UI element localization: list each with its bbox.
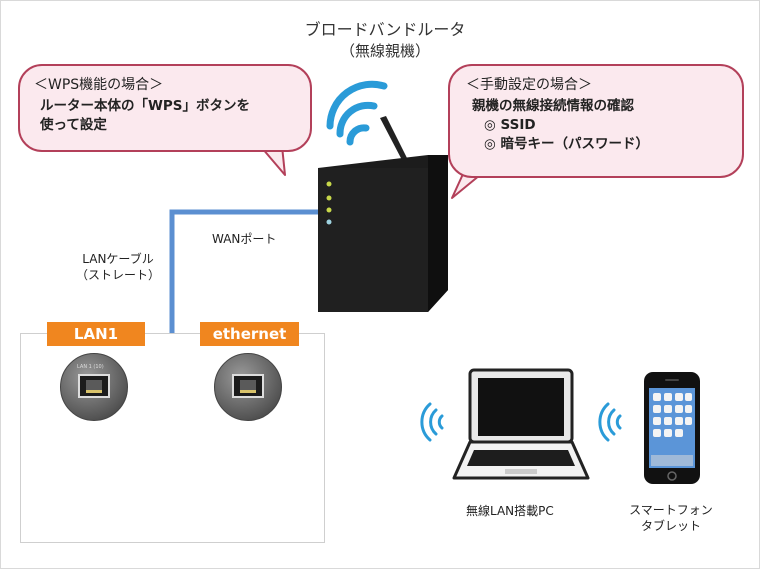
lan-cable-label-line1: LANケーブル xyxy=(82,252,154,266)
lan1-port-text: LAN 1 (10) xyxy=(77,364,104,370)
ethernet-port-socket xyxy=(232,374,264,398)
wps-bubble-heading: ＜WPS機能の場合＞ xyxy=(34,77,164,93)
laptop-device xyxy=(452,368,590,480)
phone-wifi-icon xyxy=(598,402,622,442)
wps-bubble-line2: 使って設定 xyxy=(40,117,107,133)
manual-bubble-key: ◎ 暗号キー（パスワード） xyxy=(484,136,649,152)
wired-devices-box xyxy=(20,333,325,543)
pc-wifi-icon xyxy=(420,402,444,442)
lan1-port-closeup: LAN 1 (10) xyxy=(60,353,128,421)
ethernet-port-closeup xyxy=(214,353,282,421)
lan1-port-socket xyxy=(78,374,110,398)
lan1-tag: LAN1 xyxy=(47,322,145,346)
manual-bubble-heading: ＜手動設定の場合＞ xyxy=(466,77,592,93)
router-antenna xyxy=(380,116,408,162)
phone-label: スマートフォン タブレット xyxy=(616,502,726,534)
diagram-title: ブロードバンドルータ xyxy=(304,20,466,39)
router-wifi-icon xyxy=(326,80,388,146)
wps-info-bubble: ＜WPS機能の場合＞ ルーター本体の「WPS」ボタンを 使って設定 xyxy=(18,64,312,152)
manual-info-bubble: ＜手動設定の場合＞ 親機の無線接続情報の確認 ◎ SSID ◎ 暗号キー（パスワ… xyxy=(448,64,744,178)
diagram-subtitle: （無線親機） xyxy=(339,42,430,60)
phone-label-line1: スマートフォン xyxy=(629,503,713,517)
wan-port-label: WANポート xyxy=(212,232,277,246)
lan-cable-label-line2: （ストレート） xyxy=(76,268,161,282)
manual-bubble-line1: 親機の無線接続情報の確認 xyxy=(472,98,634,114)
phone-label-line2: タブレット xyxy=(640,519,701,533)
lan-cable-label: LANケーブル （ストレート） xyxy=(76,251,160,283)
manual-bubble-ssid: ◎ SSID xyxy=(484,117,536,133)
router-device xyxy=(318,155,448,312)
ethernet-tag: ethernet xyxy=(200,322,299,346)
wps-bubble-line1: ルーター本体の「WPS」ボタンを xyxy=(40,98,251,114)
pc-label: 無線LAN搭載PC xyxy=(466,504,554,518)
smartphone-device xyxy=(644,372,700,484)
lan-cable xyxy=(169,209,318,333)
